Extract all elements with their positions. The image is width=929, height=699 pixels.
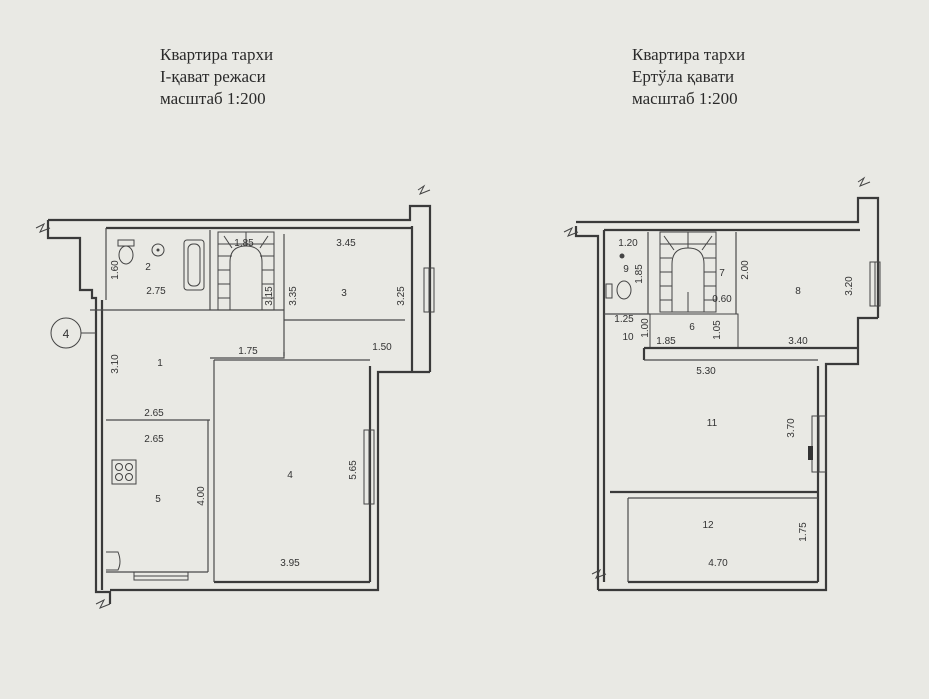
plan-2-dimensions: 1.20 1.85 2.00 3.20 0.60 1.25 1.00 1.05 … bbox=[614, 238, 855, 569]
dimension-label: 1.60 bbox=[110, 260, 121, 280]
dimension-label: 3.35 bbox=[288, 286, 299, 306]
dimension-label: 1.25 bbox=[614, 314, 634, 325]
dimension-label: 4.00 bbox=[196, 486, 207, 506]
dimension-label: 2.65 bbox=[144, 434, 164, 445]
room-number: 9 bbox=[623, 264, 629, 275]
room-number: 3 bbox=[341, 288, 347, 299]
plan-1-sink-icon bbox=[151, 243, 165, 257]
plan-1-windows bbox=[133, 267, 435, 581]
plan-1-dimensions: 1.85 3.45 1.60 2.75 3.15 3.35 3.25 3.10 … bbox=[110, 238, 407, 569]
room-number: 6 bbox=[689, 322, 695, 333]
dimension-label: 3.20 bbox=[844, 276, 855, 296]
dimension-label: 3.25 bbox=[396, 286, 407, 306]
dimension-label: 1.00 bbox=[640, 318, 651, 338]
room-number: 4 bbox=[287, 470, 293, 481]
plan-2-floor: 9 7 8 6 10 11 12 1.20 1.85 2.00 3.20 0.6… bbox=[563, 176, 881, 592]
dimension-label: 3.95 bbox=[280, 558, 300, 569]
plan-1-stove-icon bbox=[111, 459, 137, 485]
dimension-label: 1.85 bbox=[656, 336, 676, 347]
plan-2-toilet-icon bbox=[605, 280, 632, 300]
plan-1-title: Квартира тархи I-қават режаси масштаб 1:… bbox=[160, 44, 273, 110]
plan-2-stair-icon bbox=[659, 231, 717, 313]
dimension-label: 4.70 bbox=[708, 558, 728, 569]
room-number: 1 bbox=[157, 358, 163, 369]
plan-2-room-numbers: 9 7 8 6 10 11 12 bbox=[622, 264, 801, 531]
room-number: 12 bbox=[702, 520, 714, 531]
room-number: 2 bbox=[145, 262, 151, 273]
plan-1-title-line-3: масштаб 1:200 bbox=[160, 89, 266, 108]
plan-1-walls bbox=[46, 204, 432, 604]
dimension-label: 0.60 bbox=[712, 294, 732, 305]
room-number: 11 bbox=[707, 418, 718, 429]
dimension-label: 1.20 bbox=[618, 238, 638, 249]
dimension-label: 3.40 bbox=[788, 336, 808, 347]
dimension-label: 1.75 bbox=[798, 522, 809, 542]
plan-2-walls bbox=[574, 196, 880, 592]
room-number: 10 bbox=[622, 332, 634, 343]
plan-2-title-line-2: Ертўла қавати bbox=[632, 67, 735, 86]
dimension-label: 1.85 bbox=[234, 238, 254, 249]
plan-2-title-line-3: масштаб 1:200 bbox=[632, 89, 738, 108]
plan-1-title-line-1: Квартира тархи bbox=[160, 45, 274, 64]
plan-1-room-numbers: 2 3 1 4 5 bbox=[145, 262, 347, 505]
plan-2-title: Квартира тархи Ертўла қавати масштаб 1:2… bbox=[632, 44, 745, 110]
plan-1-title-line-2: I-қават режаси bbox=[160, 67, 266, 86]
dimension-label: 5.65 bbox=[348, 460, 359, 480]
dimension-label: 2.00 bbox=[740, 260, 751, 280]
plan-2-windows bbox=[808, 261, 881, 473]
plan-1-stair-icon bbox=[217, 231, 275, 311]
dimension-label: 1.50 bbox=[372, 342, 392, 353]
dimension-label: 5.30 bbox=[696, 366, 716, 377]
dimension-label: 3.70 bbox=[786, 418, 797, 438]
plan-1-axis-marker: 4 bbox=[50, 317, 96, 349]
plan-1-axis-label: 4 bbox=[63, 327, 70, 341]
dimension-label: 1.05 bbox=[712, 320, 723, 340]
plan-1-break-marks bbox=[35, 184, 431, 609]
plan-2-break-marks bbox=[563, 176, 871, 579]
dimension-label: 3.10 bbox=[110, 354, 121, 374]
plan-1-kitchen-sink-icon bbox=[106, 551, 121, 571]
room-number: 7 bbox=[719, 268, 725, 279]
plan-1-toilet-icon bbox=[117, 239, 135, 265]
dimension-label: 3.45 bbox=[336, 238, 356, 249]
room-number: 5 bbox=[155, 494, 161, 505]
dimension-label: 1.85 bbox=[634, 264, 645, 284]
plan-2-title-line-1: Квартира тархи bbox=[632, 45, 746, 64]
plan-1-bathtub-icon bbox=[183, 239, 205, 291]
dimension-label: 2.75 bbox=[146, 286, 166, 297]
plan-1-floor: 4 2 3 1 4 5 1.85 3.45 1.60 2.75 3.15 3.3… bbox=[35, 184, 435, 609]
dimension-label: 2.65 bbox=[144, 408, 164, 419]
plan-2-sink-icon bbox=[619, 253, 625, 259]
room-number: 8 bbox=[795, 286, 801, 297]
dimension-label: 3.15 bbox=[264, 286, 275, 306]
dimension-label: 1.75 bbox=[238, 346, 258, 357]
